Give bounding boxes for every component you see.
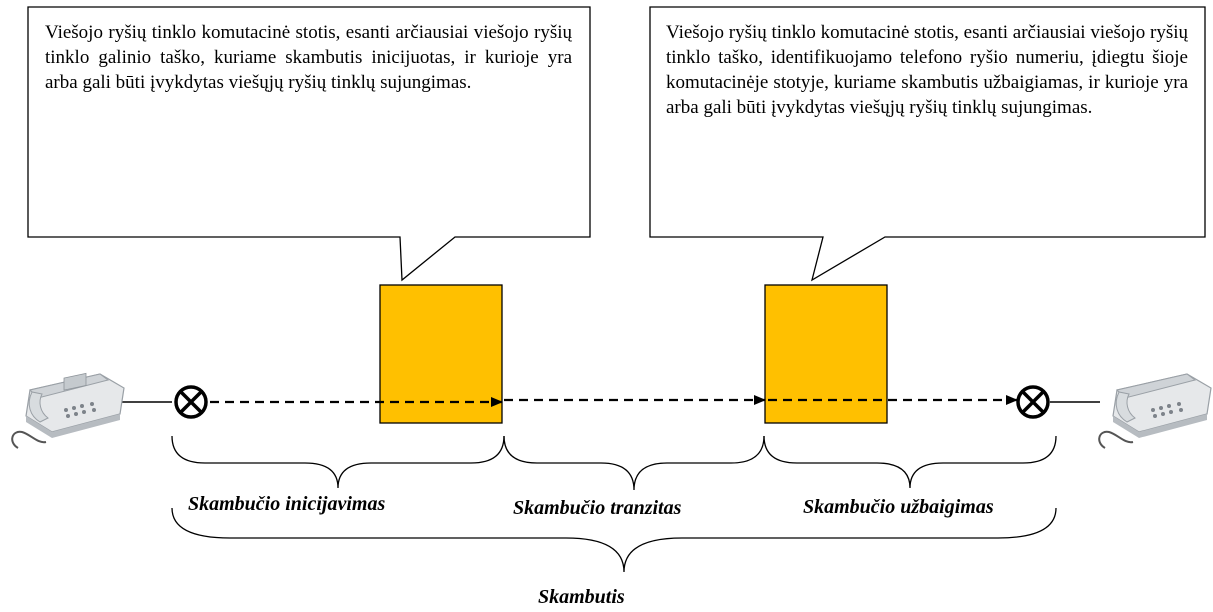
desk-telephone-icon — [1098, 373, 1212, 449]
callout-right-box — [649, 6, 1206, 282]
callout-left-text: Viešojo ryšių tinklo komutacinė stotis, … — [45, 22, 572, 93]
brace-initiation — [171, 435, 505, 489]
total-call-label: Skambutis — [538, 586, 625, 608]
circled-x-icon — [1016, 385, 1050, 419]
segment-label-initiation: Skambučio inicijavimas — [188, 493, 386, 515]
originating-exchange — [379, 284, 503, 424]
brace-termination — [763, 435, 1057, 489]
desk-telephone-icon — [11, 372, 125, 449]
terminating-exchange — [764, 284, 888, 424]
segment-label-termination: Skambučio užbaigimas — [803, 496, 994, 518]
circled-x-icon — [174, 385, 208, 419]
brace-call — [171, 507, 1057, 573]
callout-left-box — [27, 6, 591, 282]
brace-transit — [503, 435, 765, 491]
segment-label-transit: Skambučio tranzitas — [513, 497, 682, 519]
callout-right-text: Viešojo ryšių tinklo komutacinė stotis, … — [666, 22, 1188, 118]
